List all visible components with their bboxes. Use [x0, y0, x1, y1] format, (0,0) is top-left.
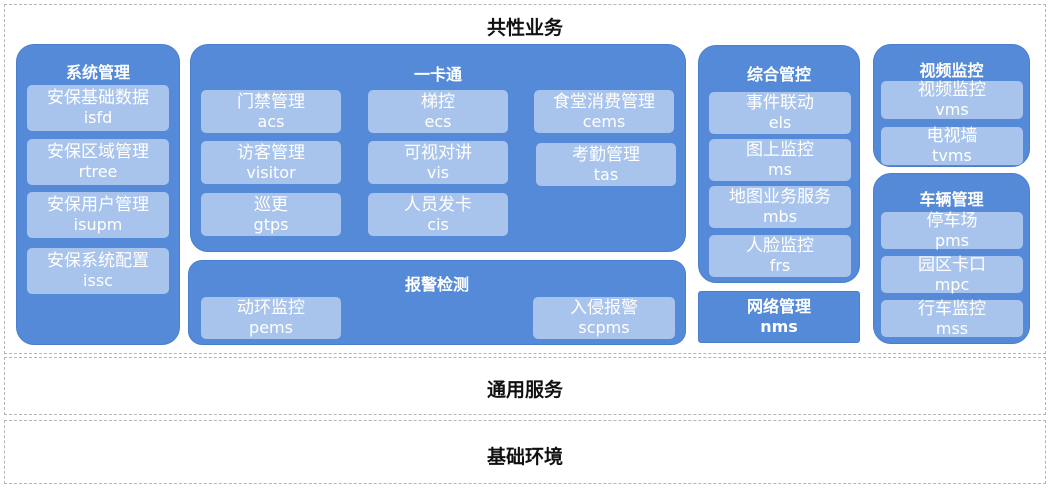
integrated-item-code: els — [768, 113, 792, 132]
integrated-item-code: frs — [769, 256, 791, 275]
integrated-item-ms[interactable]: 图上监控 ms — [709, 139, 851, 181]
card-item-code: acs — [257, 111, 285, 131]
vehicle-item-label: 行车监控 — [918, 298, 986, 319]
card-item-cems[interactable]: 食堂消费管理 cems — [534, 90, 674, 133]
card-item-label: 考勤管理 — [572, 144, 640, 165]
card-item-code: cems — [582, 111, 626, 131]
one-card-title: 一卡通 — [413, 65, 462, 84]
common-service-layer — [4, 357, 1046, 415]
alarm-detection-title: 报警检测 — [404, 275, 469, 294]
integrated-item-label: 地图业务服务 — [729, 187, 831, 207]
video-item-label: 视频监控 — [918, 80, 986, 100]
integrated-control-panel: 综合管控 事件联动 els 图上监控 ms 地图业务服务 mbs 人脸监控 fr… — [698, 45, 860, 283]
alarm-item-code: scpms — [578, 318, 630, 337]
card-item-vis[interactable]: 可视对讲 vis — [368, 141, 508, 184]
system-item-code: isfd — [83, 108, 113, 127]
card-item-label: 门禁管理 — [237, 91, 305, 112]
vehicle-item-code: mpc — [934, 274, 970, 294]
base-environment-title: 基础环境 — [486, 446, 563, 468]
card-item-gtps[interactable]: 巡更 gtps — [201, 193, 341, 236]
card-item-acs[interactable]: 门禁管理 acs — [201, 90, 341, 133]
system-item-code: rtree — [78, 162, 118, 181]
card-item-visitor[interactable]: 访客管理 visitor — [201, 141, 341, 184]
one-card-panel: 一卡通 门禁管理 acs 梯控 ecs 食堂消费管理 cems 访客管理 vis… — [190, 44, 686, 252]
card-item-label: 访客管理 — [237, 142, 305, 163]
vehicle-item-mss[interactable]: 行车监控 mss — [881, 298, 1023, 338]
shared-business-layer — [4, 4, 1046, 354]
system-item-code: isupm — [73, 215, 123, 234]
video-monitoring-panel: 视频监控 视频监控 vms 电视墙 tvms — [873, 44, 1030, 167]
integrated-control-title: 综合管控 — [746, 65, 811, 84]
common-service-title: 通用服务 — [486, 379, 563, 401]
vehicle-management-title: 车辆管理 — [919, 190, 984, 209]
card-item-tas[interactable]: 考勤管理 tas — [536, 143, 676, 186]
card-item-code: tas — [593, 164, 619, 184]
network-management-code: nms — [760, 317, 798, 336]
base-environment-layer — [4, 420, 1046, 484]
video-item-code: tvms — [932, 146, 972, 165]
alarm-item-scpms[interactable]: 入侵报警 scpms — [533, 297, 675, 339]
card-item-label: 可视对讲 — [404, 142, 472, 163]
system-item-issc[interactable]: 安保系统配置 issc — [27, 248, 169, 294]
alarm-item-label: 动环监控 — [237, 298, 305, 318]
card-item-code: vis — [426, 162, 450, 182]
vehicle-item-code: pms — [934, 230, 970, 250]
video-monitoring-title: 视频监控 — [919, 61, 984, 80]
integrated-item-label: 人脸监控 — [746, 236, 814, 256]
shared-business-title: 共性业务 — [486, 17, 563, 39]
system-item-rtree[interactable]: 安保区域管理 rtree — [27, 139, 169, 185]
vehicle-management-panel: 车辆管理 停车场 pms 园区卡口 mpc 行车监控 mss — [873, 173, 1030, 344]
integrated-item-code: ms — [768, 160, 792, 179]
vehicle-item-mpc[interactable]: 园区卡口 mpc — [881, 254, 1023, 294]
card-item-label: 梯控 — [421, 91, 455, 112]
integrated-item-mbs[interactable]: 地图业务服务 mbs — [709, 186, 851, 228]
integrated-item-code: mbs — [762, 207, 798, 226]
system-item-code: issc — [83, 271, 113, 290]
vehicle-item-code: mss — [935, 318, 969, 338]
integrated-item-label: 图上监控 — [746, 140, 814, 160]
integrated-item-els[interactable]: 事件联动 els — [709, 92, 851, 134]
video-item-label: 电视墙 — [926, 126, 978, 146]
alarm-detection-panel: 报警检测 动环监控 pems 入侵报警 scpms — [188, 260, 686, 345]
system-management-panel: 系统管理 安保基础数据 isfd 安保区域管理 rtree 安保用户管理 isu… — [16, 44, 180, 345]
integrated-item-label: 事件联动 — [746, 93, 814, 113]
card-item-label: 巡更 — [254, 194, 288, 215]
vehicle-item-pms[interactable]: 停车场 pms — [881, 210, 1023, 250]
card-item-code: ecs — [424, 111, 452, 131]
alarm-item-pems[interactable]: 动环监控 pems — [201, 297, 341, 339]
video-item-code: vms — [935, 100, 969, 119]
system-management-title: 系统管理 — [65, 63, 130, 82]
video-item-vms[interactable]: 视频监控 vms — [881, 80, 1023, 119]
card-item-label: 食堂消费管理 — [553, 91, 655, 112]
card-item-code: gtps — [253, 214, 289, 234]
vehicle-item-label: 停车场 — [926, 210, 978, 231]
alarm-item-label: 入侵报警 — [570, 298, 638, 318]
card-item-code: cis — [427, 214, 449, 234]
system-item-label: 安保用户管理 — [47, 195, 149, 215]
system-item-label: 安保基础数据 — [47, 88, 149, 108]
system-item-isupm[interactable]: 安保用户管理 isupm — [27, 192, 169, 238]
system-item-label: 安保区域管理 — [47, 142, 149, 162]
card-item-code: visitor — [246, 162, 296, 182]
network-management-box[interactable]: 网络管理 nms — [698, 291, 860, 343]
video-item-tvms[interactable]: 电视墙 tvms — [881, 126, 1023, 165]
network-management-title: 网络管理 — [746, 297, 811, 316]
card-item-ecs[interactable]: 梯控 ecs — [368, 90, 508, 133]
card-item-label: 人员发卡 — [404, 194, 472, 215]
integrated-item-frs[interactable]: 人脸监控 frs — [709, 235, 851, 277]
card-item-cis[interactable]: 人员发卡 cis — [368, 193, 508, 236]
system-item-label: 安保系统配置 — [47, 251, 149, 271]
vehicle-item-label: 园区卡口 — [918, 254, 986, 275]
system-item-isfd[interactable]: 安保基础数据 isfd — [27, 85, 169, 131]
alarm-item-code: pems — [249, 318, 293, 337]
